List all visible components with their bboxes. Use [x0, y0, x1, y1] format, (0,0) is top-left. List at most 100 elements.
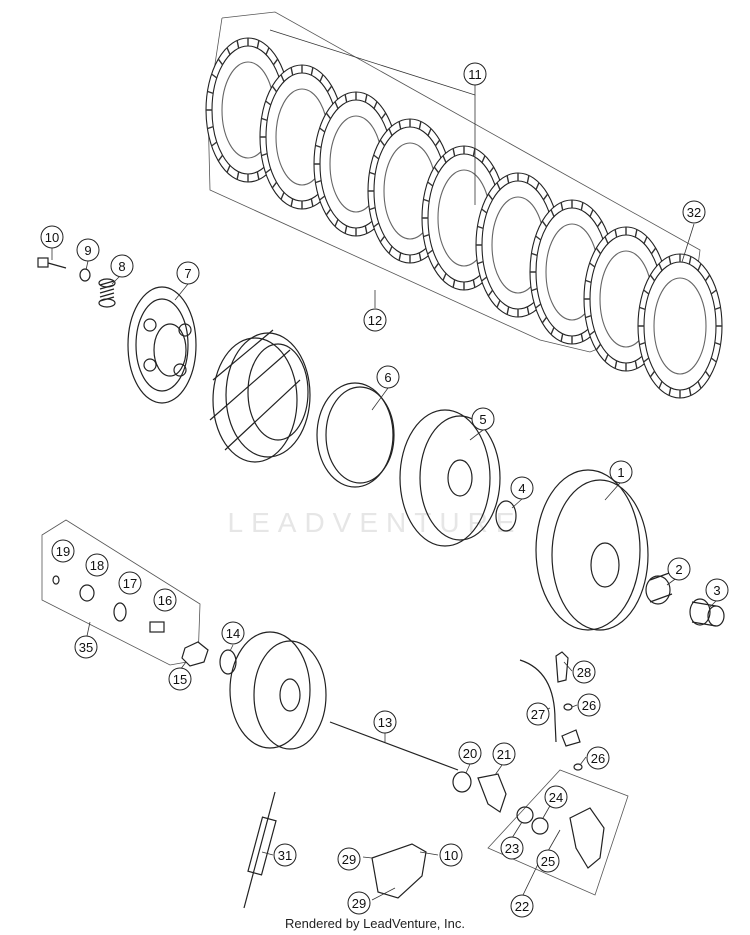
lock-washer	[219, 649, 237, 675]
callout-circle	[40, 225, 64, 249]
callout-label: 32	[687, 205, 701, 220]
push-rod	[329, 721, 459, 771]
lower-hub	[229, 631, 327, 750]
banjo-fitting	[555, 651, 569, 683]
callout-circle	[273, 843, 297, 867]
callout-c13: 13	[373, 710, 397, 734]
callout-c19: 19	[51, 539, 75, 563]
callout-c25: 25	[536, 849, 560, 873]
callout-circle	[347, 891, 371, 915]
needle-bearing	[645, 571, 673, 605]
callout-label: 20	[463, 746, 477, 761]
cover-bracket	[371, 843, 427, 899]
outer-basket	[535, 469, 649, 631]
spring	[98, 278, 116, 308]
callout-label: 17	[123, 576, 137, 591]
callout-c31: 31	[273, 843, 297, 867]
callout-label: 6	[384, 370, 391, 385]
callout-circle	[586, 746, 610, 770]
callout-circle	[85, 553, 109, 577]
callout-c17: 17	[118, 571, 142, 595]
callout-circle	[176, 261, 200, 285]
callout-label: 27	[531, 707, 545, 722]
callout-c7: 7	[176, 261, 200, 285]
callout-c12: 12	[363, 308, 387, 332]
callout-circle	[667, 557, 691, 581]
brake-hose	[519, 659, 557, 743]
callout-c18: 18	[85, 553, 109, 577]
callout-circle	[458, 741, 482, 765]
callout-circle	[572, 660, 596, 684]
callout-circle	[510, 894, 534, 918]
callout-label: 4	[518, 481, 525, 496]
callout-label: 8	[118, 259, 125, 274]
watermark: LEADVENTURE	[228, 507, 523, 538]
washer	[79, 268, 91, 282]
callout-c9: 9	[76, 238, 100, 262]
slave-cylinder	[487, 769, 629, 896]
clutch-plate	[637, 253, 723, 399]
callout-c16: 16	[153, 588, 177, 612]
callout-label: 29	[342, 852, 356, 867]
o-ring	[452, 771, 472, 793]
callout-circle	[51, 539, 75, 563]
callout-circle	[153, 588, 177, 612]
callout-c5: 5	[471, 407, 495, 431]
callout-label: 12	[368, 313, 382, 328]
callout-label: 28	[577, 665, 591, 680]
callout-label: 26	[582, 698, 596, 713]
callout-circle	[682, 200, 706, 224]
inner-hub	[399, 409, 501, 547]
callout-c29a: 29	[337, 847, 361, 871]
ring	[316, 382, 395, 488]
thrust-washer	[495, 500, 517, 532]
callout-label: 21	[497, 747, 511, 762]
callout-circle	[110, 254, 134, 278]
callout-label: 23	[505, 841, 519, 856]
banjo-bolt	[561, 729, 581, 747]
callout-circle	[373, 710, 397, 734]
callout-c11: 11	[463, 62, 487, 86]
callout-circle	[500, 836, 524, 860]
callout-c26a: 26	[577, 693, 601, 717]
callout-c32: 32	[682, 200, 706, 224]
callout-circle	[363, 308, 387, 332]
callout-label: 24	[549, 790, 563, 805]
clutch-plate-stack	[205, 11, 723, 399]
callout-circle	[221, 621, 245, 645]
callout-label: 11	[468, 67, 482, 82]
callout-c1: 1	[609, 460, 633, 484]
footer-credit: Rendered by LeadVenture, Inc.	[285, 916, 465, 931]
callout-label: 15	[173, 672, 187, 687]
callout-label: 2	[675, 562, 682, 577]
callout-label: 9	[84, 243, 91, 258]
callout-circle	[492, 742, 516, 766]
callout-label: 29	[352, 896, 366, 911]
callout-c4: 4	[510, 476, 534, 500]
callout-circle	[471, 407, 495, 431]
callout-label: 3	[713, 583, 720, 598]
callout-circle	[526, 702, 550, 726]
callout-label: 19	[56, 544, 70, 559]
callout-c2: 2	[667, 557, 691, 581]
callout-circle	[118, 571, 142, 595]
callout-c22: 22	[510, 894, 534, 918]
callout-circle	[577, 693, 601, 717]
callout-circle	[337, 847, 361, 871]
callout-c10b: 10	[439, 843, 463, 867]
callout-c8: 8	[110, 254, 134, 278]
callout-c23: 23	[500, 836, 524, 860]
callout-label: 14	[226, 626, 240, 641]
callout-circle	[544, 785, 568, 809]
gasket	[477, 773, 507, 813]
clutch-pack	[209, 329, 311, 463]
callout-label: 25	[541, 854, 555, 869]
callout-label: 10	[45, 230, 59, 245]
pressure-plate	[127, 286, 197, 404]
callout-circle	[609, 460, 633, 484]
callout-circle	[536, 849, 560, 873]
callout-circle	[76, 238, 100, 262]
callout-c24: 24	[544, 785, 568, 809]
